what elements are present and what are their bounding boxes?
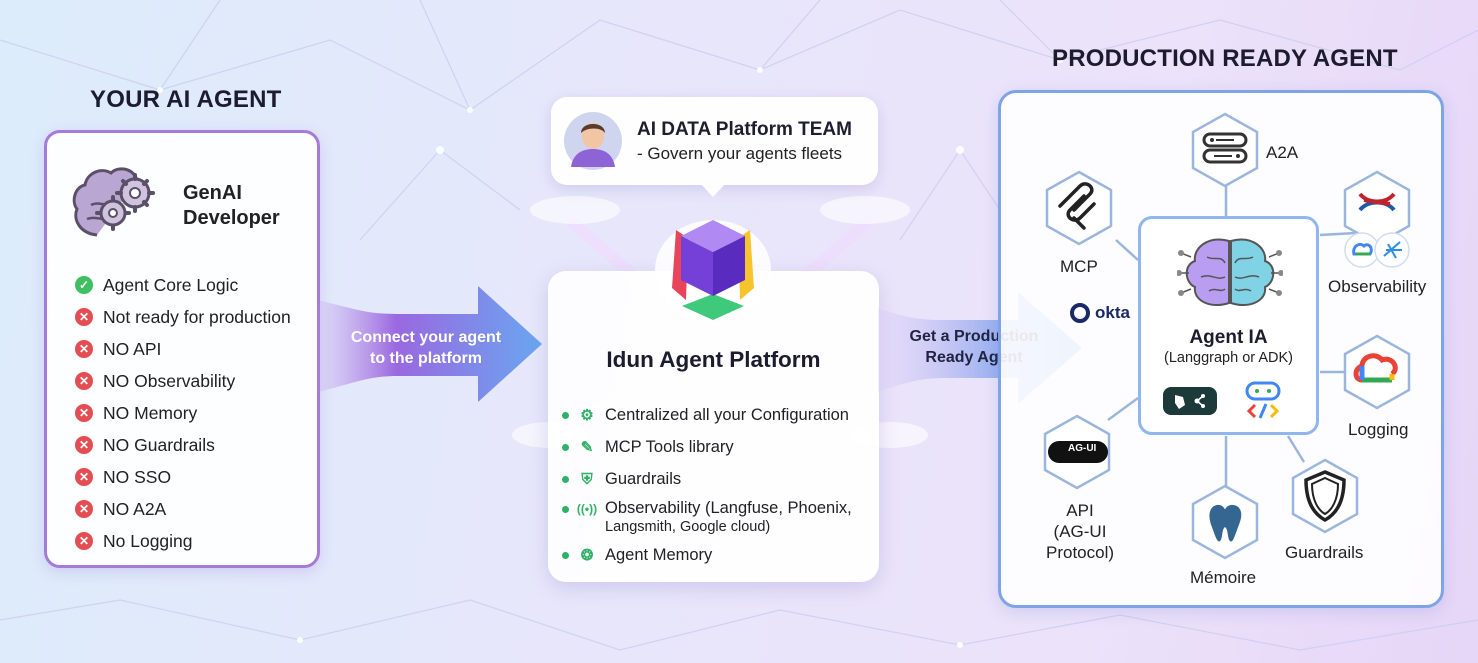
okta-ring-icon	[1070, 303, 1090, 323]
agent-title: Agent IA	[1189, 327, 1268, 348]
a2a-hex	[1191, 112, 1259, 188]
guardrails-hex	[1291, 458, 1359, 534]
right-title: PRODUCTION READY AGENT	[1052, 45, 1398, 72]
list-item: ✕ NO A2A	[75, 493, 291, 525]
agent-ia-box: Agent IA (Langgraph or ADK)	[1138, 216, 1319, 435]
list-item: ✕ NO API	[75, 333, 291, 365]
feature-label: MCP Tools library	[605, 437, 734, 456]
feature-label: Centralized all your Configuration	[605, 405, 849, 424]
cross-icon: ✕	[75, 340, 93, 358]
bubble-tail	[700, 183, 726, 197]
list-item: ✕ NO SSO	[75, 461, 291, 493]
connect-arrow-line1: Connect your agent	[350, 329, 502, 346]
cross-icon: ✕	[75, 468, 93, 486]
ai-data-platform-team-bubble: AI DATA Platform TEAM - Govern your agen…	[551, 97, 878, 185]
bullet-icon	[562, 475, 569, 483]
bullet-icon	[562, 506, 569, 513]
bullet-icon	[562, 551, 569, 559]
api-hex	[1043, 414, 1111, 490]
feature-label: Agent Memory	[605, 545, 713, 564]
langgraph-logo-icon	[1163, 387, 1217, 415]
list-item-label: NO Guardrails	[103, 434, 215, 455]
list-item: ⚙ Centralized all your Configuration	[562, 399, 852, 431]
list-item: ✓ Agent Core Logic	[75, 269, 291, 301]
list-item: ✕ No Logging	[75, 525, 291, 557]
agent-subtitle: (Langgraph or ADK)	[1164, 350, 1293, 366]
shield-icon: ⛨	[581, 470, 593, 488]
list-item: ⛨ Guardrails	[562, 463, 852, 495]
cross-icon: ✕	[75, 500, 93, 518]
gcp-langfuse-logos	[1344, 232, 1410, 268]
mcp-hex	[1045, 170, 1113, 246]
platform-feature-list: ⚙ Centralized all your Configuration ✎ MCP…	[562, 399, 852, 569]
check-icon: ✓	[75, 276, 93, 294]
logging-hex	[1343, 334, 1411, 410]
feature-label-line2: Langsmith, Google cloud)	[605, 519, 771, 535]
ai-brain-icon	[1177, 238, 1283, 306]
readiness-checklist: ✓ Agent Core Logic ✕ Not ready for product…	[75, 269, 291, 557]
connector-lines	[1107, 180, 1375, 490]
logging-label: Logging	[1348, 420, 1409, 439]
api-label-line2: (AG-UI	[1053, 522, 1107, 541]
feature-label-line1: Observability (Langfuse, Phoenix,	[605, 499, 852, 517]
developer-label: GenAI Developer	[183, 181, 280, 231]
list-item-label: NO Memory	[103, 402, 198, 423]
platform-title: Idun Agent Platform	[606, 347, 821, 372]
cross-icon: ✕	[75, 532, 93, 550]
api-label-line3: Protocol)	[1045, 543, 1115, 562]
left-title: YOUR AI AGENT	[90, 86, 282, 113]
observability-label: Observability	[1328, 277, 1427, 296]
list-item: ❂ Agent Memory	[562, 541, 852, 569]
list-item-label: Not ready for production	[103, 306, 291, 327]
cross-icon: ✕	[75, 372, 93, 390]
bullet-icon	[562, 411, 569, 419]
genai-developer-card: GenAI Developer ✓ Agent Core Logic ✕ Not r…	[44, 130, 320, 568]
idun-agent-platform-card: Idun Agent Platform ⚙ Centralized all you…	[548, 271, 879, 582]
connect-arrow-line2: to the platform	[370, 350, 482, 367]
api-label-line1: API	[1066, 501, 1094, 520]
okta-label: okta	[1095, 303, 1130, 322]
cross-icon: ✕	[75, 436, 93, 454]
brain-icon: ❂	[580, 547, 594, 564]
memory-hex	[1191, 484, 1259, 560]
a2a-label: A2A	[1266, 143, 1299, 162]
list-item: ✎ MCP Tools library	[562, 431, 852, 463]
connect-arrow-label: Connect your agent to the platform	[336, 327, 516, 369]
connect-arrow	[318, 286, 542, 402]
list-item: ((•)) Observability (Langfuse, Phoenix, La…	[562, 495, 852, 541]
agui-badge: AG-UI	[1068, 443, 1097, 454]
cross-icon: ✕	[75, 308, 93, 326]
list-item-label: NO A2A	[103, 498, 167, 519]
signal-icon: ((•))	[576, 502, 598, 516]
idun-cube-logo	[655, 220, 771, 320]
list-item: ✕ NO Observability	[75, 365, 291, 397]
gear-icon: ⚙	[580, 407, 594, 424]
team-title: AI DATA Platform TEAM	[637, 119, 852, 140]
team-subtitle: - Govern your agents fleets	[637, 144, 843, 163]
list-item-label: No Logging	[103, 530, 193, 551]
list-item-label: NO SSO	[103, 466, 172, 487]
feature-label: Guardrails	[605, 469, 682, 488]
list-item: ✕ NO Memory	[75, 397, 291, 429]
list-item: ✕ Not ready for production	[75, 301, 291, 333]
list-item-label: NO API	[103, 338, 162, 359]
cross-icon: ✕	[75, 404, 93, 422]
bullet-icon	[562, 443, 569, 451]
list-item-label: Agent Core Logic	[103, 274, 239, 295]
list-item-label: NO Observability	[103, 370, 236, 391]
wrench-icon: ✎	[580, 439, 594, 456]
api-label: API (AG-UI Protocol)	[1036, 500, 1124, 563]
guardrails-label: Guardrails	[1285, 543, 1364, 562]
brain-gears-icon	[72, 167, 155, 237]
person-avatar-icon	[564, 112, 622, 170]
okta-logo: okta	[1070, 303, 1130, 323]
feature-label: Observability (Langfuse, Phoenix, Langsmi…	[605, 499, 852, 536]
adk-logo-icon	[1245, 381, 1281, 419]
mcp-label: MCP	[1060, 257, 1098, 276]
developer-label-line2: Developer	[183, 207, 280, 229]
list-item: ✕ NO Guardrails	[75, 429, 291, 461]
memory-label: Mémoire	[1190, 568, 1257, 587]
developer-label-line1: GenAI	[183, 182, 242, 204]
